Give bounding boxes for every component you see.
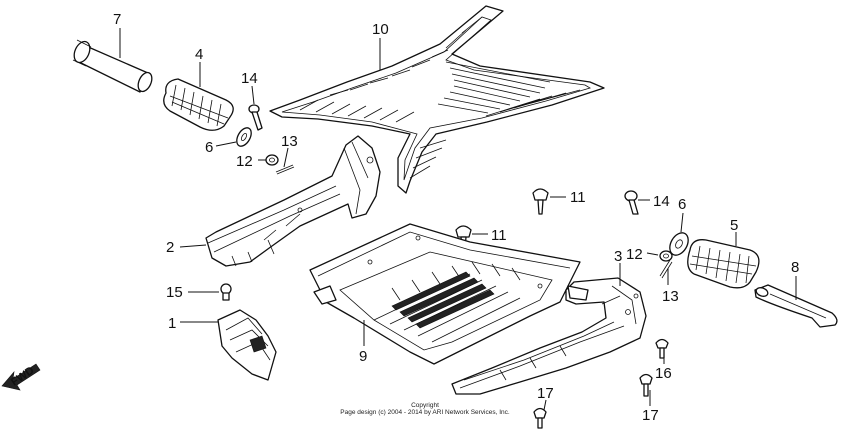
part-15-nut[interactable]: [220, 283, 232, 301]
callout-9[interactable]: 9: [359, 348, 367, 365]
callout-13-top[interactable]: 13: [281, 133, 298, 150]
part-11-bolt-upper[interactable]: [532, 188, 549, 215]
callout-labels: 7 4 14 10 6 12 13 2 11 14 6 11 5 3 12 8 …: [113, 11, 799, 424]
part-3-right-frame[interactable]: [451, 277, 647, 395]
part-16-bolt[interactable]: [655, 338, 669, 359]
callout-6-top[interactable]: 6: [205, 139, 213, 156]
part-17-bolt-right[interactable]: [639, 373, 653, 397]
callout-14-top[interactable]: 14: [241, 70, 258, 87]
part-6-washer-top[interactable]: [234, 125, 254, 148]
part-4-footpeg-rubber[interactable]: [163, 78, 234, 131]
callout-17-right[interactable]: 17: [642, 407, 659, 424]
callout-7[interactable]: 7: [113, 11, 121, 28]
part-13-cotter-pin-right[interactable]: [659, 259, 673, 279]
callout-11-upper[interactable]: 11: [570, 189, 586, 206]
callout-5[interactable]: 5: [730, 217, 738, 234]
part-13-cotter-pin-top[interactable]: [275, 164, 295, 175]
floor-pan-slots: [391, 271, 495, 329]
part-10-floor-mat[interactable]: [269, 5, 605, 194]
fwd-arrow-icon: [1, 363, 41, 391]
callout-8[interactable]: 8: [791, 259, 799, 276]
part-17-bolt-bottom[interactable]: [533, 407, 547, 429]
part-6-washer-right[interactable]: [666, 230, 692, 259]
part-9-floor-pan[interactable]: [309, 223, 581, 365]
callout-6-right[interactable]: 6: [678, 196, 686, 213]
callout-11-middle[interactable]: 11: [491, 227, 507, 244]
callout-14-right[interactable]: 14: [653, 193, 670, 210]
part-8-bracket[interactable]: [754, 284, 838, 328]
part-1-guard[interactable]: [217, 309, 277, 381]
part-12-nut-top[interactable]: [265, 154, 279, 166]
callout-1[interactable]: 1: [168, 315, 176, 332]
callout-16[interactable]: 16: [655, 365, 672, 382]
callout-12-top[interactable]: 12: [236, 153, 253, 170]
part-14-bolt-right[interactable]: [624, 190, 639, 215]
callout-15[interactable]: 15: [166, 284, 183, 301]
callout-13-right[interactable]: 13: [662, 288, 679, 305]
callout-10[interactable]: 10: [372, 21, 389, 38]
callout-2[interactable]: 2: [166, 239, 174, 256]
callout-12-right[interactable]: 12: [626, 246, 643, 263]
copyright-line-2: Page design (c) 2004 - 2014 by ARI Netwo…: [340, 409, 510, 416]
callout-4[interactable]: 4: [195, 46, 203, 63]
part-14-bolt-top[interactable]: [248, 104, 263, 131]
callout-3[interactable]: 3: [614, 248, 622, 265]
part-2-left-frame[interactable]: [205, 135, 381, 267]
part-5-footpeg-rubber-right[interactable]: [687, 239, 760, 289]
part-7-pin[interactable]: [71, 39, 154, 93]
callout-17-bottom[interactable]: 17: [537, 385, 554, 402]
part-12-nut-right[interactable]: [659, 250, 673, 262]
copyright-line-1: Copyright: [411, 402, 439, 409]
